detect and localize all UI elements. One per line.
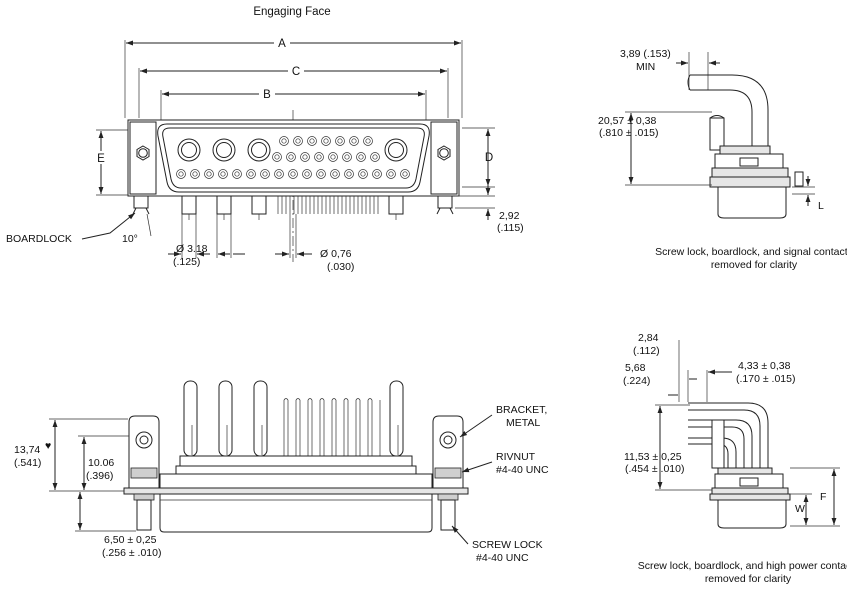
dim-1006-inch: (.396) xyxy=(86,470,113,482)
dim-292-inch: (.115) xyxy=(497,222,524,234)
dim-284-label: 2,84 xyxy=(638,332,659,344)
bracket-label: BRACKET, xyxy=(496,404,547,416)
caption-top-2: removed for clarity xyxy=(711,259,798,271)
dim-1374-mark: ♥ xyxy=(45,440,51,452)
rivnut-label: RIVNUT xyxy=(496,451,536,463)
dim-l-label: L xyxy=(818,200,824,212)
screwlock-label: SCREW LOCK xyxy=(472,539,543,551)
dim-a-label: A xyxy=(278,38,286,50)
dim-c-label: C xyxy=(292,66,300,78)
engaging-face-view: Engaging Face A C B xyxy=(6,6,524,273)
engaging-face-title: Engaging Face xyxy=(253,6,330,18)
dia-076-inch: (.030) xyxy=(327,261,354,273)
dim-433-inch: (.170 ± .015) xyxy=(736,373,795,385)
bracket-label-2: METAL xyxy=(506,417,540,429)
dia-318-label: Ø 3.18 xyxy=(176,243,208,255)
boardlock-label: BOARDLOCK xyxy=(6,233,72,245)
side-view-signal: 3,89 (.153) MIN 20,57 ± 0,38 (.810 ± .01… xyxy=(598,48,847,271)
dim-568-label: 5,68 xyxy=(625,362,646,374)
dim-292-label: 2,92 xyxy=(499,210,520,222)
angle-10-label: 10° xyxy=(122,233,138,245)
d-shell-inner xyxy=(162,127,425,189)
dim-f-label: F xyxy=(820,491,826,503)
dim-1374-inch: (.541) xyxy=(14,457,41,469)
caption-bottom: Screw lock, boardlock, and high power co… xyxy=(638,560,847,572)
caption-bottom-2: removed for clarity xyxy=(705,573,792,585)
top-view: 13,74 ♥ (.541) 10.06 (.396) 6,50 ± 0,25 … xyxy=(14,380,549,564)
dim-1153-inch: (.454 ± .010) xyxy=(625,463,684,475)
side-view-power: 2,84 (.112) 5,68 (.224) 4,33 ± 0,38 (.17… xyxy=(623,332,847,585)
dim-389-min: MIN xyxy=(636,61,655,73)
rivnut-label-2: #4-40 UNC xyxy=(496,464,549,476)
dim-b-label: B xyxy=(263,89,271,101)
dim-e-label: E xyxy=(97,153,105,165)
dim-389-label: 3,89 (.153) xyxy=(620,48,671,60)
dim-2057-label: 20,57 ± 0,38 xyxy=(598,115,656,127)
dim-433-label: 4,33 ± 0,38 xyxy=(738,360,791,372)
dim-284-inch: (.112) xyxy=(633,345,660,357)
caption-top: Screw lock, boardlock, and signal contac… xyxy=(655,246,847,258)
dia-076-label: Ø 0,76 xyxy=(320,248,352,260)
dim-2057-inch: (.810 ± .015) xyxy=(599,127,658,139)
dim-d-label: D xyxy=(485,152,493,164)
dim-1006-label: 10.06 xyxy=(88,457,114,469)
dim-1153-label: 11,53 ± 0,25 xyxy=(624,451,682,463)
dim-650-inch: (.256 ± .010) xyxy=(102,547,161,559)
screwlock-label-2: #4-40 UNC xyxy=(476,552,529,564)
dia-318-inch: (.125) xyxy=(173,256,200,268)
dim-568-inch: (.224) xyxy=(623,375,650,387)
pcb-pins xyxy=(132,195,454,220)
dim-650-label: 6,50 ± 0,25 xyxy=(104,534,157,546)
dim-1374-label: 13,74 xyxy=(14,444,40,456)
dim-w-label: W xyxy=(795,503,805,515)
